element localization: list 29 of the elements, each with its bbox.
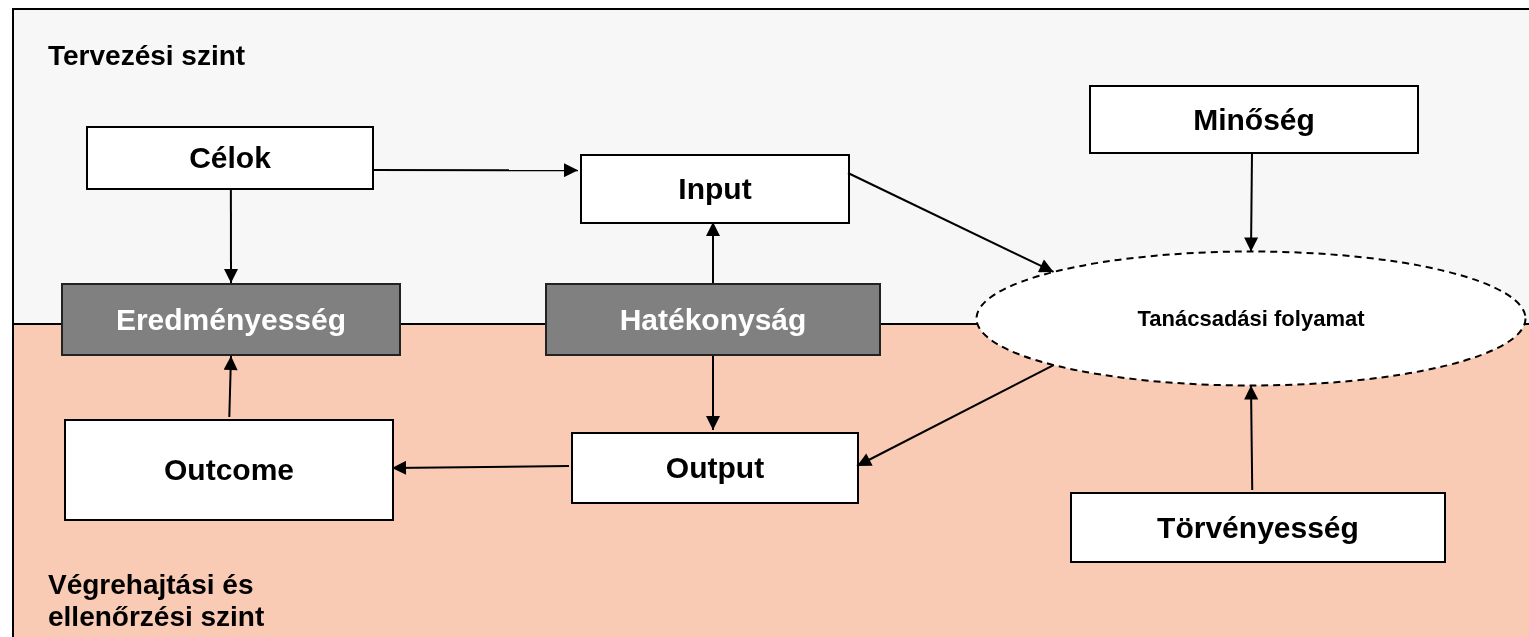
process-box	[571, 432, 859, 504]
level-heading: Végrehajtási és ellenőrzési szint	[48, 568, 266, 633]
criterion-box	[545, 283, 881, 356]
arrow	[847, 172, 1055, 273]
box-label: Input	[678, 172, 752, 206]
box-label: Minőség	[1193, 102, 1315, 137]
arrow	[224, 187, 238, 284]
arrow	[223, 355, 238, 418]
box-label: Célok	[189, 141, 271, 175]
box-label: Tanácsadási folyamat	[1137, 305, 1365, 332]
process-box	[1070, 492, 1446, 563]
criterion-box	[61, 283, 401, 356]
arrow	[1244, 151, 1259, 253]
box-label: Eredményesség	[115, 302, 347, 337]
process-box	[64, 419, 394, 521]
arrow	[371, 163, 579, 178]
box-label: Törvényesség	[1157, 510, 1359, 545]
arrow	[706, 355, 720, 431]
level-heading: Tervezési szint	[48, 40, 246, 73]
process-box	[580, 154, 850, 224]
arrow	[1244, 384, 1259, 491]
box-label: Outcome	[164, 453, 294, 487]
arrow	[706, 221, 720, 284]
box-label: Output	[665, 451, 765, 485]
process-box	[1089, 85, 1419, 154]
box-label: Hatékonyság	[619, 302, 807, 337]
arrow	[856, 364, 1055, 467]
arrow	[391, 460, 570, 475]
process-box	[86, 126, 374, 190]
